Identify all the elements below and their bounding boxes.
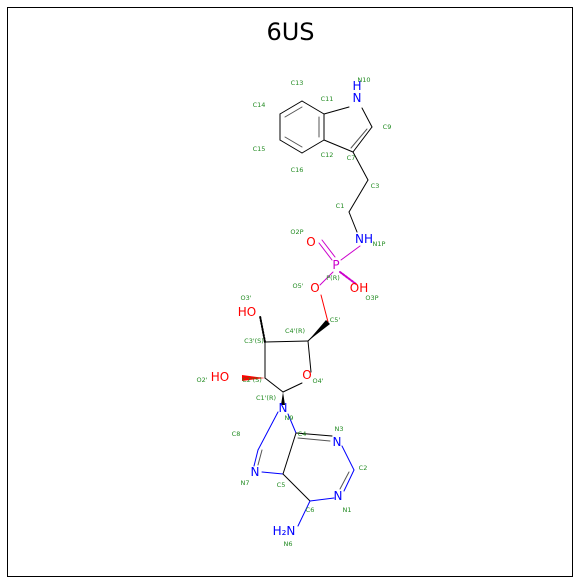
atom-label-n1: N1	[343, 506, 352, 514]
wedge-bond	[281, 392, 285, 405]
bond	[297, 500, 311, 527]
bond	[301, 139, 325, 154]
element-symbol-e-n10: N	[353, 91, 362, 105]
bond	[259, 315, 266, 343]
bond	[350, 128, 368, 149]
atom-label-c5a: C5	[277, 481, 286, 489]
bond	[287, 413, 297, 434]
element-symbol-e-o2p: O	[306, 235, 315, 249]
atom-label-c6: C6	[306, 506, 315, 514]
element-symbol-e-h2n: H₂N	[273, 524, 296, 538]
bond	[321, 239, 336, 258]
atom-label-o2p: O2P	[290, 228, 303, 236]
element-symbol-e-o4: O	[302, 368, 311, 382]
bond	[309, 497, 335, 502]
atom-label-o2: O2'	[196, 376, 207, 384]
element-symbol-e-n9: N	[279, 401, 288, 415]
bond	[323, 139, 354, 153]
atom-label-n9: N9	[285, 414, 294, 422]
atom-label-c14: C14	[253, 101, 266, 109]
atom-label-c7: C7	[347, 154, 356, 162]
bond	[339, 471, 350, 490]
bond	[279, 139, 303, 154]
element-hydrogen-e-n10: H	[352, 79, 361, 93]
atom-label-c16: C16	[291, 166, 304, 174]
bond	[282, 432, 297, 475]
bond	[284, 106, 303, 118]
bond	[348, 179, 369, 213]
bond	[257, 449, 263, 466]
atom-label-n10: N10	[357, 76, 370, 84]
atom-label-c13: C13	[291, 79, 304, 87]
atom-label-n7: N7	[241, 479, 250, 487]
atom-label-c2: C2	[359, 464, 368, 472]
bond	[253, 449, 259, 467]
element-symbol-e-n7: N	[251, 465, 260, 479]
bond	[352, 126, 373, 153]
atom-label-c1r: C1'(R)	[256, 394, 276, 402]
element-symbol-e-n1: N	[334, 489, 343, 503]
element-symbol-e-oh-p: OH	[350, 281, 368, 295]
atom-label-c11: C11	[321, 95, 334, 103]
bond	[279, 100, 303, 115]
molecule-title: 6US	[266, 18, 315, 46]
element-symbol-e-ho2: HO	[211, 370, 229, 384]
bond	[264, 340, 309, 343]
atom-label-o5: O5'	[292, 282, 303, 290]
atom-label-c3s: C3'(S)	[244, 337, 264, 345]
bond	[264, 377, 284, 393]
atom-label-c4r: C4'(R)	[285, 327, 305, 335]
bond	[319, 271, 334, 286]
bond	[341, 445, 355, 471]
bond	[323, 106, 350, 115]
bond	[295, 432, 333, 437]
atom-label-c1: C1	[336, 202, 345, 210]
bond	[348, 211, 358, 233]
atom-label-c3: C3	[371, 182, 380, 190]
bond	[284, 136, 303, 148]
element-symbol-e-n3: N	[333, 435, 342, 449]
bonds	[242, 100, 373, 527]
atom-label-c9: C9	[383, 123, 392, 131]
element-symbol-e-ho3: HO	[238, 305, 256, 319]
bond	[282, 382, 303, 393]
element-symbol-e-nh: NH	[355, 232, 373, 246]
bond	[352, 151, 369, 181]
atom-label-o3: O3'	[240, 294, 251, 302]
bond	[301, 100, 325, 115]
atom-label-o4: O4'	[312, 377, 323, 385]
bond	[318, 242, 333, 261]
wedge-bond	[308, 320, 330, 341]
atom-label-n6: N6	[284, 540, 293, 548]
bond	[340, 245, 361, 261]
atom-label-o3p: O3P	[365, 294, 378, 302]
atom-label-c4: C4	[298, 430, 307, 438]
bond	[307, 340, 312, 373]
atom-label-pr: P(R)	[326, 274, 340, 282]
atom-label-n3: N3	[335, 425, 344, 433]
element-symbol-e-o5: O	[310, 281, 319, 295]
atom-label-c5: C5'	[330, 316, 341, 324]
diagram-frame	[7, 7, 573, 577]
bond	[261, 471, 284, 475]
wedge-bond	[242, 375, 265, 381]
bond	[297, 437, 331, 442]
atom-label-n1p: N1P	[373, 240, 386, 248]
bond	[257, 411, 279, 451]
element-symbol-e-p: P	[332, 258, 339, 272]
bond	[343, 469, 355, 492]
bond	[320, 294, 329, 323]
bond	[361, 107, 373, 128]
atom-label-c12: C12	[321, 151, 334, 159]
bond	[282, 473, 311, 502]
bond	[339, 271, 357, 285]
atom-label-c15: C15	[253, 145, 266, 153]
atom-label-c2s: C2'(S)	[242, 376, 262, 384]
atom-label-c8: C8	[232, 430, 241, 438]
